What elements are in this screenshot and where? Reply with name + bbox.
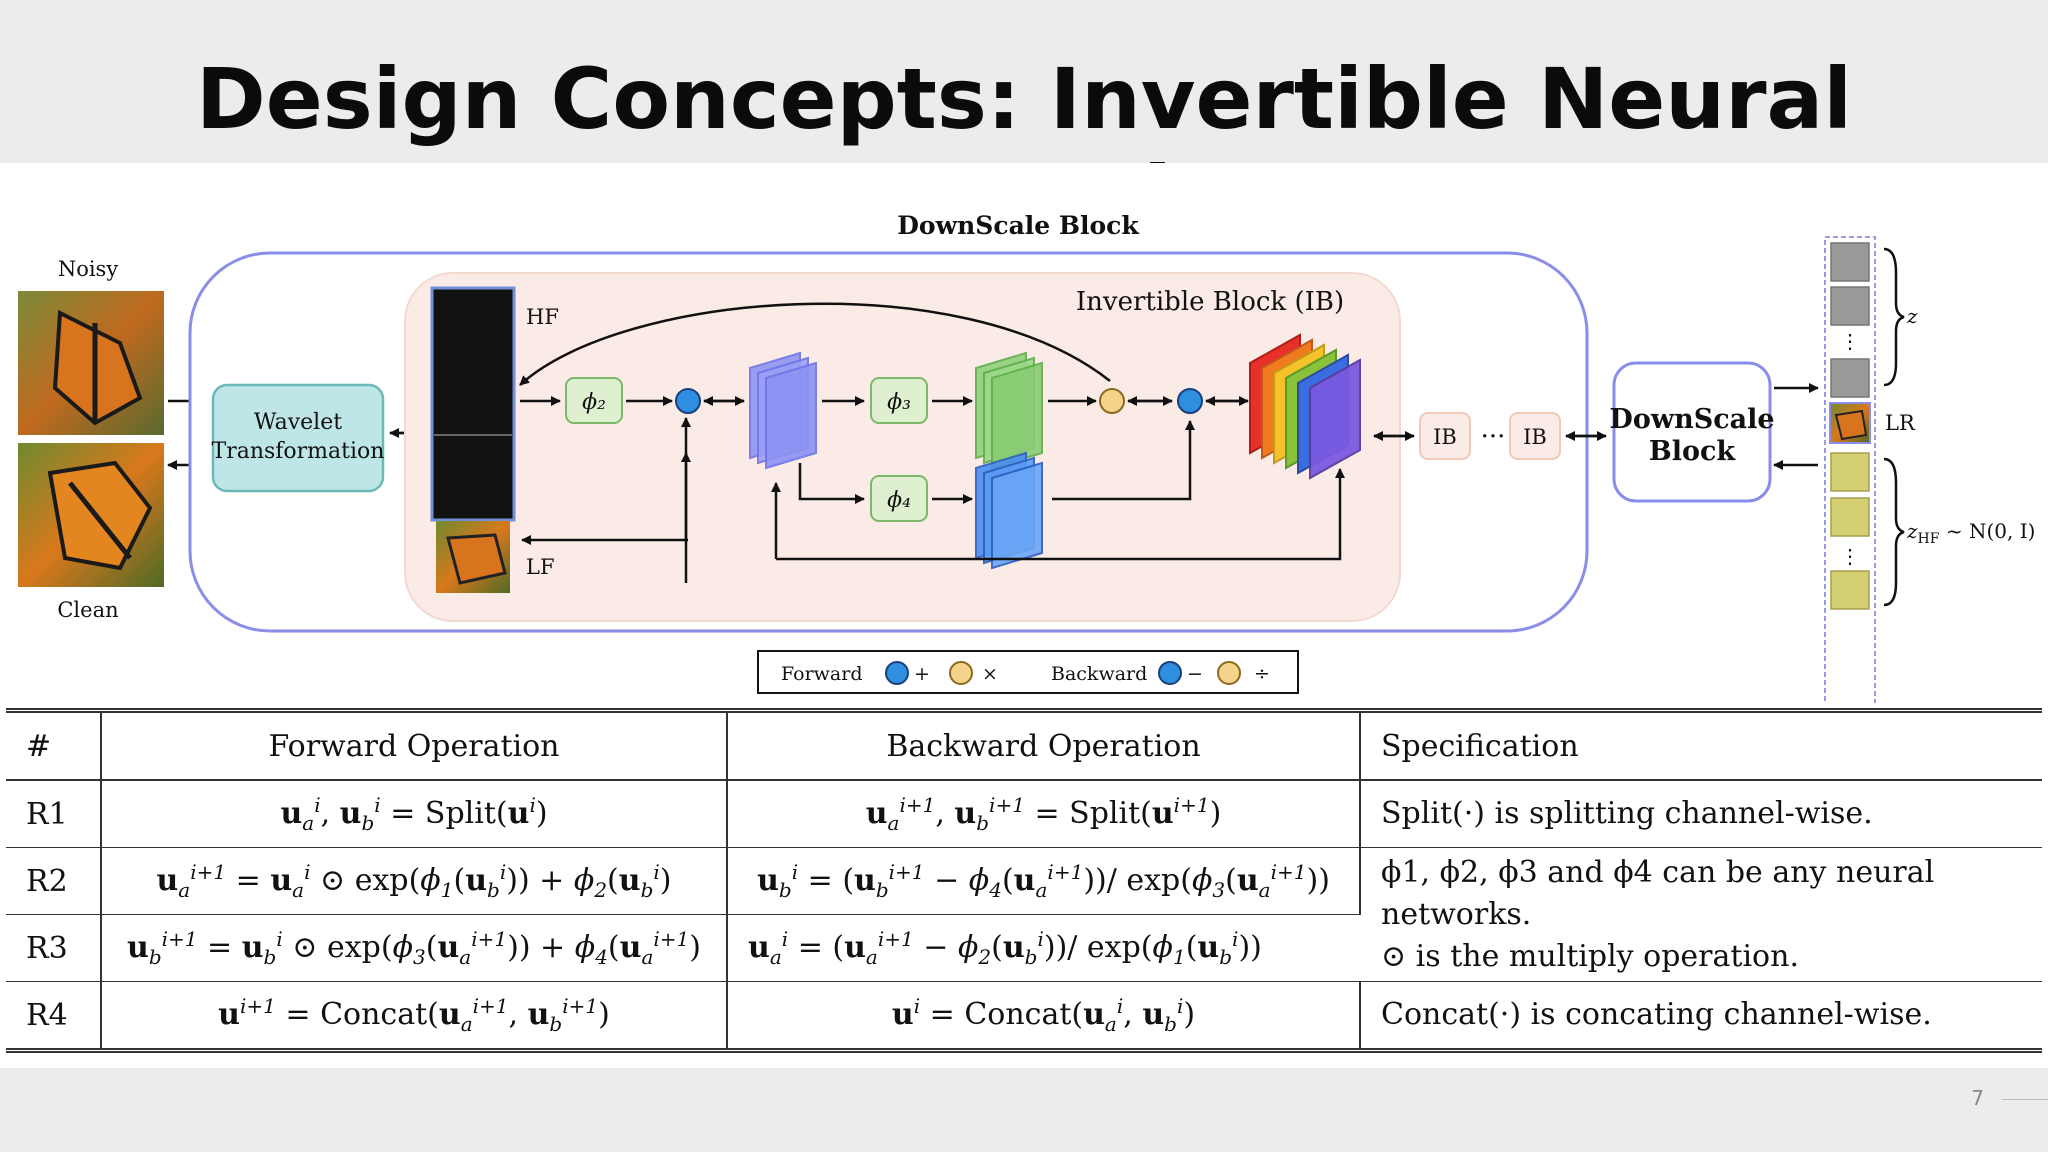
hf-subband-stack [430, 286, 516, 522]
r1-specification: Split(·) is splitting channel-wise. [1360, 780, 2042, 848]
mul-node [1099, 388, 1125, 414]
z-cell-3 [1830, 358, 1870, 398]
zhf-label: zHF ~ N(0, I) [1906, 519, 2035, 547]
legend-forward-label: Forward [781, 663, 863, 685]
wavelet-label-line1: Wavelet [254, 410, 342, 435]
ib-dots: ··· [1481, 422, 1506, 452]
ib-box-1-label: IB [1433, 425, 1457, 449]
legend-mul-node-bwd [1217, 661, 1241, 685]
zhf-cell-3 [1830, 570, 1870, 610]
legend-minus: − [1187, 663, 1203, 685]
lr-image [1829, 402, 1871, 444]
ib-box-2 [1509, 412, 1561, 460]
legend-add-node-bwd [1158, 661, 1182, 685]
r4-backward-equation: ui = Concat(uai, ubi) [727, 981, 1361, 1051]
hf-label: HF [526, 305, 559, 329]
row-id: R4 [6, 981, 102, 1051]
add-node-1 [675, 388, 701, 414]
row-id: R1 [6, 780, 102, 848]
legend-mul-node-fwd [949, 661, 973, 685]
downscale-block-box [1612, 361, 1772, 503]
phi3-network-box [870, 377, 928, 424]
z-cell-dots: ⋮ [1840, 329, 1860, 353]
spec-multiply-line: ⊙ is the multiply operation. [1381, 938, 1799, 974]
legend-backward-label: Backward [1051, 663, 1147, 685]
r4-forward-equation: ui+1 = Concat(uai+1, ubi+1) [101, 981, 728, 1051]
r2-r3-specification: ϕ1, ϕ2, ϕ3 and ϕ4 can be any neural netw… [1360, 847, 2042, 982]
r1-forward-equation: uai, ubi = Split(ui) [101, 780, 728, 848]
legend-add-node-fwd [885, 661, 909, 685]
table-row: R2 uai+1 = uai ⊙ exp(ϕ1(ubi)) + ϕ2(ubi) … [6, 847, 2042, 982]
latent-column [1824, 236, 1876, 703]
wavelet-label-line2: Transformation [212, 439, 385, 464]
noisy-label: Noisy [58, 257, 119, 281]
row-id: R2 [6, 847, 102, 915]
phi4-label: ϕ₄ [887, 488, 911, 513]
legend-divide: ÷ [1254, 663, 1270, 685]
blue-output-stack [975, 451, 1043, 570]
green-feature-stack [975, 351, 1043, 470]
invertible-block-title: Invertible Block (IB) [1076, 287, 1344, 317]
table-row: R1 uai, ubi = Split(ui) uai+1, ubi+1 = S… [6, 780, 2042, 848]
downscale-box-line2: Block [1649, 436, 1737, 467]
z-cell-1 [1830, 242, 1870, 282]
operations-table: # Forward Operation Backward Operation S… [6, 708, 2042, 1053]
add-node-2 [1177, 388, 1203, 414]
r1-backward-equation: uai+1, ubi+1 = Split(ui+1) [727, 780, 1361, 848]
invertible-block-region [404, 272, 1401, 622]
table-row: R4 ui+1 = Concat(uai+1, ubi+1) ui = Conc… [6, 981, 2042, 1051]
lf-label: LF [526, 555, 555, 579]
r4-specification: Concat(·) is concating channel-wise. [1360, 981, 2042, 1051]
phi4-network-box [870, 475, 928, 522]
table-header-row: # Forward Operation Backward Operation S… [6, 710, 2042, 781]
z-cell-2 [1830, 286, 1870, 326]
lr-label: LR [1885, 411, 1916, 435]
wavelet-transformation-box [211, 383, 385, 493]
phi3-label: ϕ₃ [887, 390, 911, 415]
header-specification: Specification [1360, 710, 2042, 781]
table-row: R3 ubi+1 = ubi ⊙ exp(ϕ3(uai+1)) + ϕ4(uai… [6, 914, 2042, 982]
phi2-network-box [565, 377, 623, 424]
page-number: 7 [1971, 1086, 1984, 1110]
ib-box-2-label: IB [1523, 425, 1547, 449]
header-backward: Backward Operation [727, 710, 1361, 781]
row-id: R3 [6, 914, 102, 982]
r2-forward-equation: uai+1 = uai ⊙ exp(ϕ1(ubi)) + ϕ2(ubi) [101, 847, 728, 915]
blue-feature-stack [749, 351, 817, 470]
header-forward: Forward Operation [101, 710, 728, 781]
legend-plus: + [914, 663, 930, 685]
phi2-label: ϕ₂ [582, 390, 606, 415]
legend-times: × [982, 663, 998, 685]
z-label: z [1906, 304, 1918, 328]
zhf-cell-1 [1830, 452, 1870, 492]
lf-subband-image [436, 521, 510, 593]
zhf-cell-2 [1830, 497, 1870, 537]
zhf-cell-dots: ⋮ [1840, 544, 1860, 568]
spec-phi-line: ϕ1, ϕ2, ϕ3 and ϕ4 can be any neural netw… [1381, 854, 1935, 932]
page-number-rule [2002, 1099, 2048, 1100]
rainbow-output-stack [1249, 333, 1361, 480]
header-id: # [6, 710, 102, 781]
noisy-image [18, 291, 164, 435]
r3-backward-equation: uai = (uai+1 − ϕ2(ubi))/ exp(ϕ1(ubi)) [727, 914, 1360, 982]
downscale-block-title: DownScale Block [897, 211, 1139, 240]
architecture-diagram: Noisy Clean DownScale Block Wavelet Tran… [18, 211, 2035, 703]
r2-backward-equation: ubi = (ubi+1 − ϕ4(uai+1))/ exp(ϕ3(uai+1)… [727, 847, 1361, 915]
clean-image [18, 443, 164, 587]
ib-box-1 [1419, 412, 1471, 460]
clean-label: Clean [57, 598, 118, 622]
slide-header: Design Concepts: Invertible Neural Netwo… [0, 0, 2048, 246]
downscale-box-line1: DownScale [1609, 404, 1774, 435]
r3-forward-equation: ubi+1 = ubi ⊙ exp(ϕ3(uai+1)) + ϕ4(uai+1) [101, 914, 728, 982]
legend-box [757, 650, 1299, 694]
